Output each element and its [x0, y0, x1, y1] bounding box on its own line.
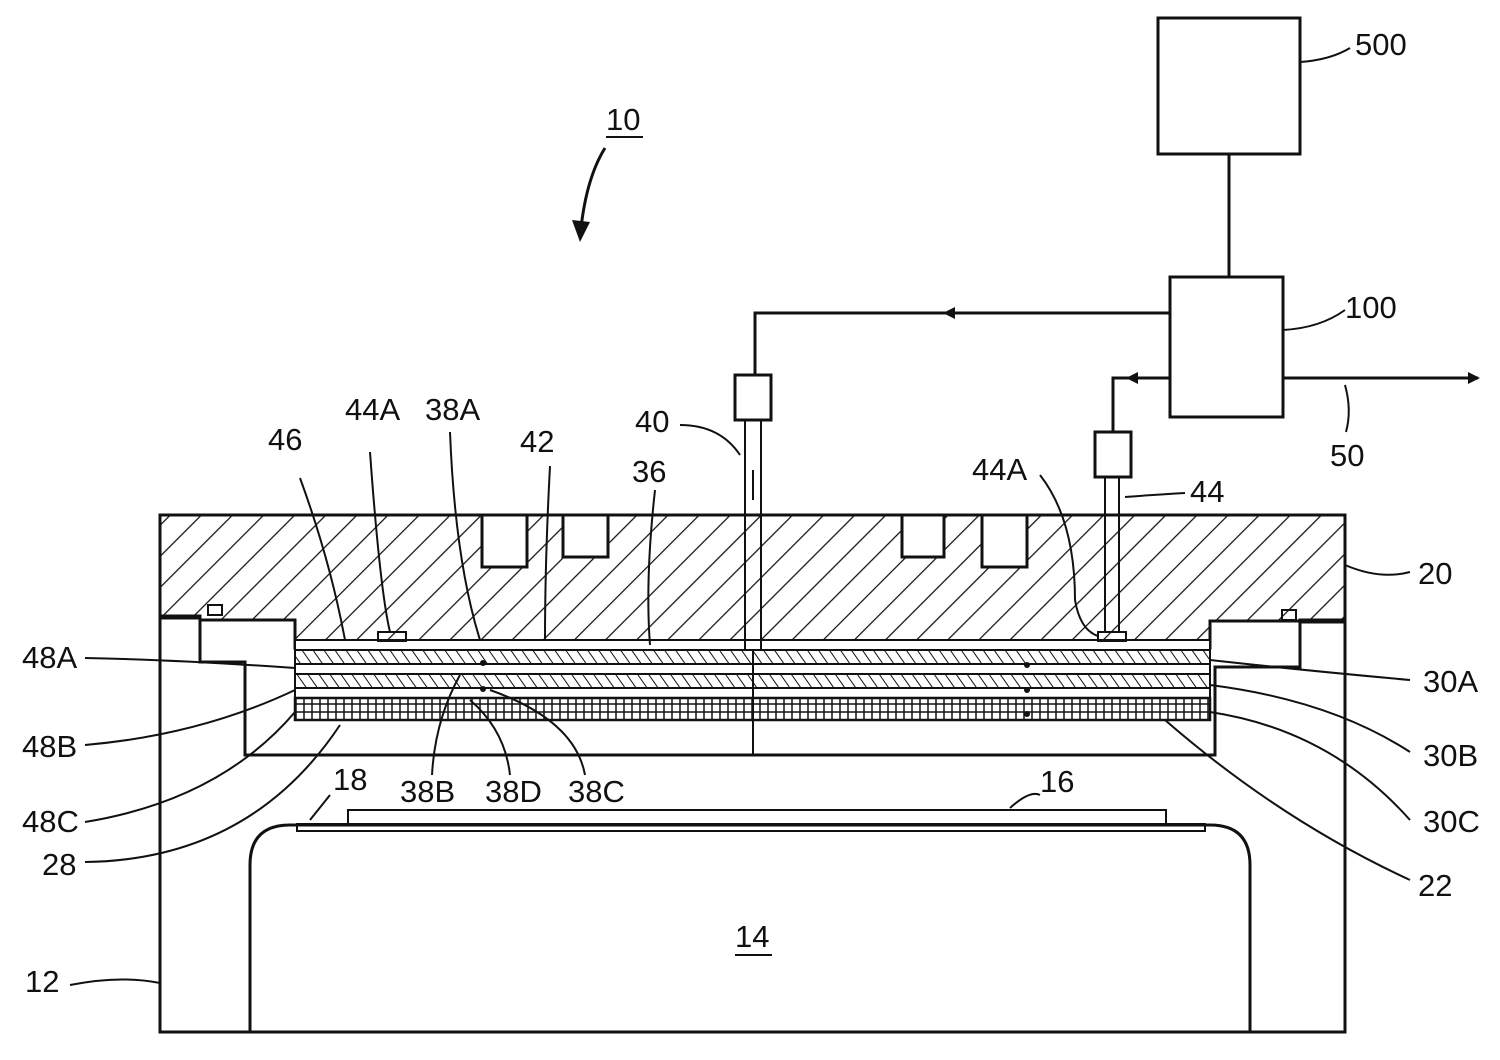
dot [1024, 711, 1030, 717]
label-layer-c-dot: 38C [568, 774, 625, 809]
label-layer-30b: 30B [1423, 738, 1478, 773]
head-notch [482, 515, 527, 567]
label-layer-d-dot: 38D [485, 774, 542, 809]
head-block [160, 515, 1345, 648]
layer-42 [295, 640, 1210, 650]
label-layer-48c: 48C [22, 804, 79, 839]
dot-38d [480, 686, 486, 692]
head-notch [982, 515, 1027, 567]
label-platen: 14 [735, 919, 769, 954]
label-probe-b: 44 [1190, 474, 1224, 509]
label-layer-b-dot: 38B [400, 774, 455, 809]
pointer-10-head [572, 220, 590, 242]
label-backing: 36 [632, 454, 666, 489]
label-edge: 46 [268, 422, 302, 457]
label-substrate: 16 [1040, 764, 1074, 799]
signal-to-probe-40 [755, 313, 1170, 375]
dot-38b [480, 660, 486, 666]
label-layer-30c: 30C [1423, 804, 1480, 839]
label-spacer: 18 [333, 762, 367, 797]
label-layer-48a: 48A [22, 640, 77, 675]
label-layer-48b: 48B [22, 729, 77, 764]
label-sensor-unit: 100 [1345, 290, 1397, 325]
label-top-film: 42 [520, 424, 554, 459]
label-output-line: 50 [1330, 438, 1364, 473]
sensor-unit-box-100 [1170, 277, 1283, 417]
label-layer-a-dot: 38A [425, 392, 480, 427]
label-probe: 40 [635, 404, 669, 439]
label-ring: 28 [42, 847, 76, 882]
head-notch [902, 515, 944, 557]
signal-to-probe-44 [1113, 378, 1170, 432]
label-chamber: 12 [25, 964, 59, 999]
label-pad-left: 44A [345, 392, 400, 427]
label-head: 20 [1418, 556, 1452, 591]
dot [1024, 687, 1030, 693]
head-notch [563, 515, 608, 557]
label-apparatus: 10 [606, 102, 640, 137]
label-pad-right: 44A [972, 452, 1027, 487]
controller-box-500 [1158, 18, 1300, 154]
label-layer-30a: 30A [1423, 664, 1478, 699]
label-controller: 500 [1355, 27, 1407, 62]
label-face: 22 [1418, 868, 1452, 903]
dot [1024, 662, 1030, 668]
substrate-16 [348, 810, 1166, 824]
